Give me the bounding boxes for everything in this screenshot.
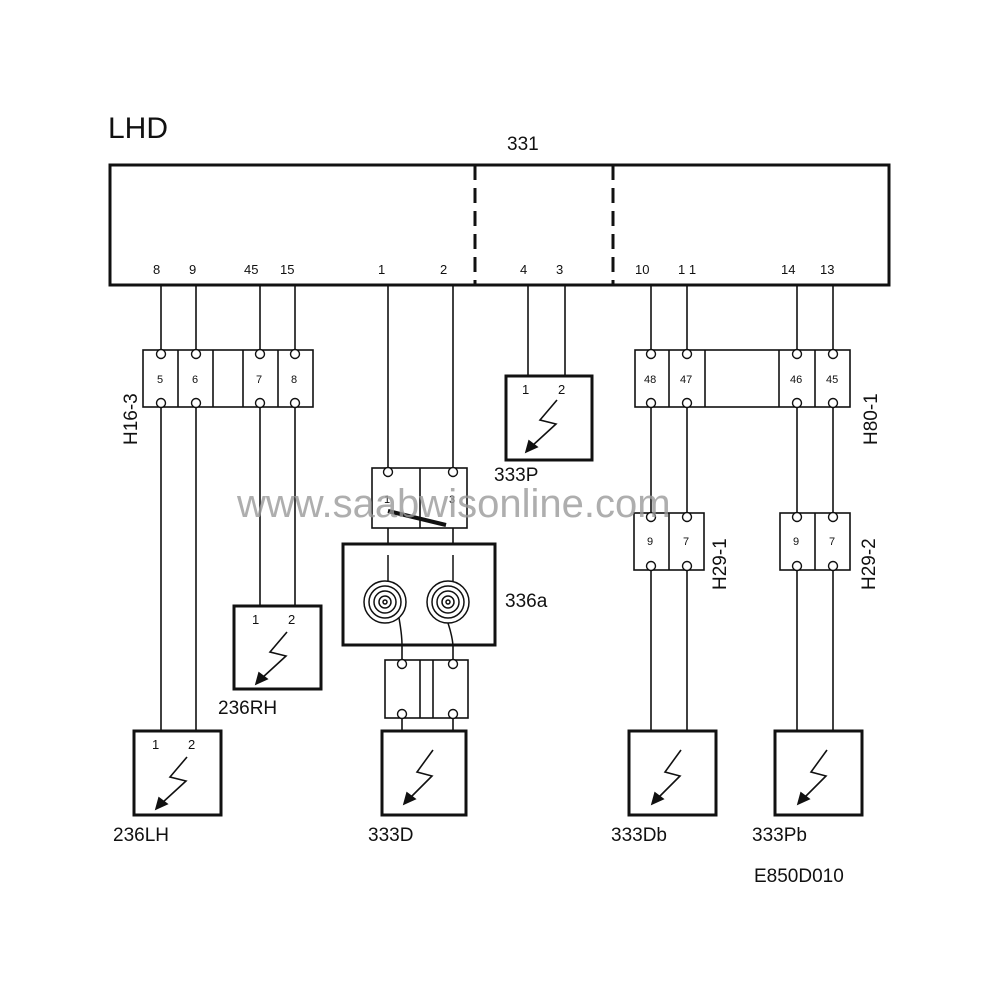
heating-element-icon <box>154 756 188 811</box>
connector-h29-1: 9 7 H29-1 <box>633 511 731 590</box>
ecu-pin: 13 <box>820 262 834 277</box>
connector-h29-2: 9 7 H29-2 <box>779 511 880 590</box>
component-label: 333D <box>368 825 413 846</box>
component-333d: 333D <box>368 729 468 846</box>
component-333pb: 333Pb <box>752 729 864 846</box>
connector-pin: 9 <box>647 536 653 548</box>
connector-pin: 9 <box>793 536 799 548</box>
connector-h80-1: 48 47 46 45 H80-1 <box>634 348 882 445</box>
connector-pin: 46 <box>790 374 802 386</box>
connector-h16-3: 5 6 7 8 H16-3 <box>121 348 314 445</box>
heating-element-icon <box>650 749 682 806</box>
heating-element-icon <box>524 399 558 454</box>
connector-pin: 3 <box>449 494 455 506</box>
ecu-pin: 9 <box>189 262 196 277</box>
ecu-pin: 1 1 <box>678 262 696 277</box>
figure-code: E850D010 <box>754 866 844 887</box>
component-label: 336a <box>505 591 548 612</box>
component-pin: 1 <box>252 612 259 627</box>
component-label: 236LH <box>113 825 169 846</box>
diagram-title: LHD <box>108 112 168 145</box>
ecu-pin: 15 <box>280 262 294 277</box>
ecu-pin: 45 <box>244 262 258 277</box>
component-label: 333Db <box>611 825 667 846</box>
connector-label: H16-3 <box>121 393 142 445</box>
ecu-pin: 2 <box>440 262 447 277</box>
switch-bar <box>387 509 447 527</box>
heating-element-icon <box>796 749 828 806</box>
wires <box>160 285 834 731</box>
connector-pin: 45 <box>826 374 838 386</box>
heating-element-icon <box>254 631 288 686</box>
component-label: 333Pb <box>752 825 807 846</box>
ecu-pin: 10 <box>635 262 649 277</box>
connector-pin: 8 <box>291 374 297 386</box>
connector-pin: 7 <box>829 536 835 548</box>
component-label: 236RH <box>218 698 277 719</box>
connector-label: H29-1 <box>710 538 731 590</box>
heating-coil-icon <box>426 555 470 646</box>
ecu-pin: 4 <box>520 262 527 277</box>
component-pin: 2 <box>288 612 295 627</box>
component-333p: 1 2 333P <box>494 374 594 486</box>
component-236lh: 1 2 236LH <box>113 729 223 846</box>
connector-label: H29-2 <box>859 538 880 590</box>
ecu-331: 331 8 9 45 15 1 2 4 3 10 1 1 14 13 <box>108 134 891 287</box>
connector-pin: 7 <box>256 374 262 386</box>
component-336a: 336a <box>341 542 548 647</box>
connector-pin: 7 <box>683 536 689 548</box>
connector-label: H80-1 <box>861 393 882 445</box>
ecu-pin: 1 <box>378 262 385 277</box>
ecu-pin: 8 <box>153 262 160 277</box>
connector-pin: 6 <box>192 374 198 386</box>
component-pin: 2 <box>558 382 565 397</box>
ecu-pin: 14 <box>781 262 795 277</box>
ecu-pin: 3 <box>556 262 563 277</box>
heating-element-icon <box>402 749 434 806</box>
watermark: www.saabwisonline.com <box>236 482 671 526</box>
component-333db: 333Db <box>611 729 718 846</box>
connector-336a-bottom <box>384 658 469 720</box>
component-pin: 1 <box>522 382 529 397</box>
connector-pin: 48 <box>644 374 656 386</box>
heating-coil-icon <box>363 555 407 646</box>
component-label: 333P <box>494 465 538 486</box>
component-236rh: 1 2 236RH <box>218 604 323 719</box>
component-pin: 2 <box>188 737 195 752</box>
connector-336a-top: 1 3 <box>371 466 468 529</box>
connector-pin: 47 <box>680 374 692 386</box>
component-pin: 1 <box>152 737 159 752</box>
connector-pin: 5 <box>157 374 163 386</box>
connector-pin: 1 <box>384 494 390 506</box>
ecu-label: 331 <box>507 134 539 155</box>
